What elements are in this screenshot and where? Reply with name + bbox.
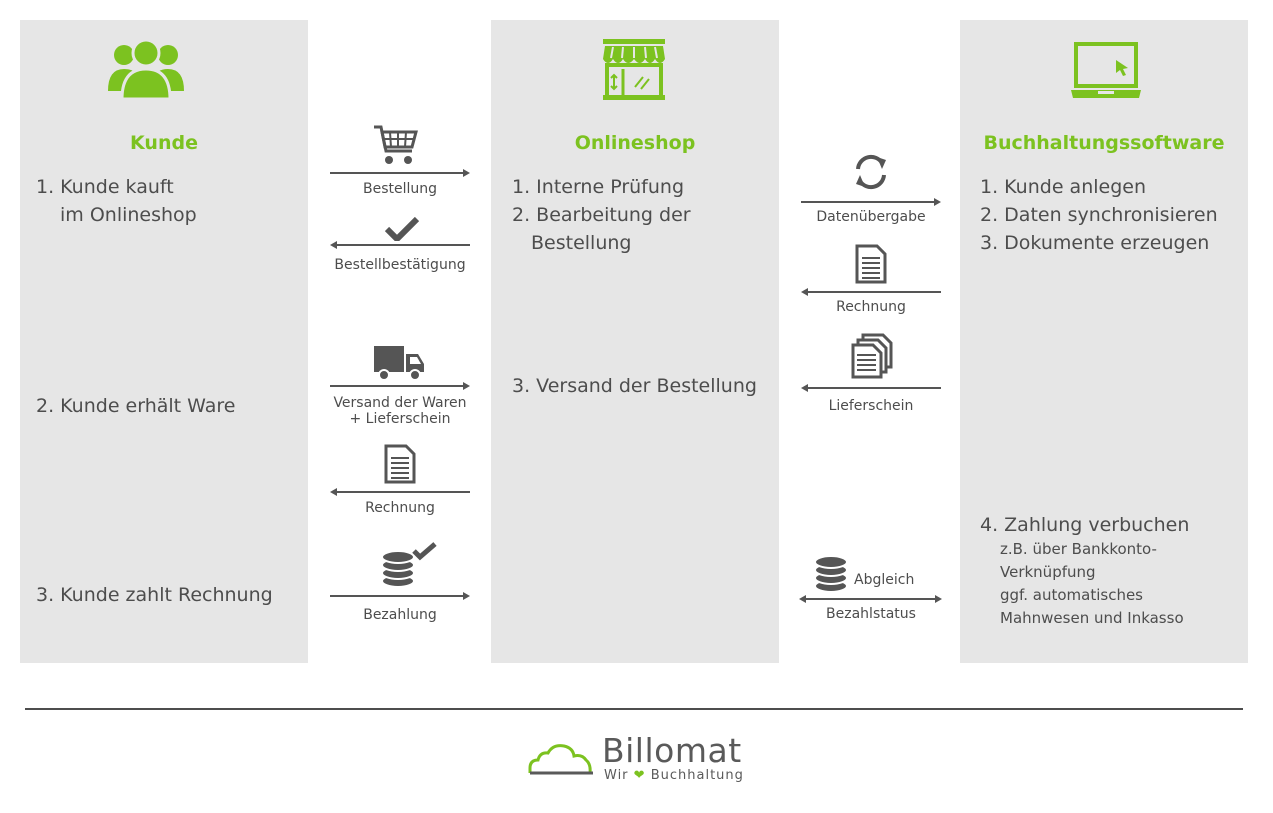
footer-divider xyxy=(25,708,1243,710)
cart-icon xyxy=(374,125,418,164)
arrow-bezahlstatus xyxy=(799,595,942,603)
arrow-lieferschein xyxy=(801,384,941,392)
column-onlineshop: Onlineshop 1. Interne Prüfung 2. Bearbei… xyxy=(491,20,779,663)
onlineshop-step-1: 1. Interne Prüfung xyxy=(512,176,685,198)
buchhaltung-step-1: 1. Kunde anlegen xyxy=(980,176,1146,198)
column-kunde: Kunde 1. Kunde kauft im Onlineshop 2. Ku… xyxy=(20,20,308,663)
buchhaltung-note-3: ggf. automatisches xyxy=(1000,586,1143,604)
flow-label-abgleich: Abgleich xyxy=(854,572,915,588)
flow-label-bestellung: Bestellung xyxy=(362,181,438,197)
buchhaltung-note-1: z.B. über Bankkonto- xyxy=(1000,540,1157,558)
brand-tag-pre: Wir xyxy=(604,768,629,783)
column-title-buchhaltung: Buchhaltungssoftware xyxy=(983,132,1225,154)
coins-check-icon xyxy=(381,542,437,588)
onlineshop-step-2: 2. Bearbeitung der xyxy=(512,204,691,226)
store-icon xyxy=(603,39,665,100)
document-icon xyxy=(855,244,887,284)
arrow-rechnung-kunde xyxy=(330,488,470,496)
brand-tag-post: Buchhaltung xyxy=(650,768,744,783)
truck-icon xyxy=(374,346,424,381)
column-title-kunde: Kunde xyxy=(130,132,198,154)
document-icon xyxy=(384,444,416,484)
kunde-step-1: 1. Kunde kauft xyxy=(36,176,174,198)
coins-icon xyxy=(814,555,848,593)
heart-icon: ❤ xyxy=(633,768,646,783)
flow-label-bestellbestaetigung: Bestellbestätigung xyxy=(334,257,466,273)
onlineshop-step-3: 3. Versand der Bestellung xyxy=(512,375,757,397)
flow-label-datenuebergabe: Datenübergabe xyxy=(816,209,926,225)
flow-label-rechnung-kunde: Rechnung xyxy=(365,500,435,516)
buchhaltung-step-3: 3. Dokumente erzeugen xyxy=(980,232,1210,254)
arrow-bestellbestaetigung xyxy=(330,241,470,249)
arrow-bestellung xyxy=(330,169,470,177)
kunde-step-3: 3. Kunde zahlt Rechnung xyxy=(36,584,273,606)
flow-label-lieferschein: Lieferschein xyxy=(828,398,914,414)
flow-label-rechnung-buchhaltung: Rechnung xyxy=(836,299,906,315)
arrow-bezahlung xyxy=(330,592,470,600)
onlineshop-step-2-cont: Bestellung xyxy=(531,232,632,254)
buchhaltung-note-2: Verknüpfung xyxy=(1000,563,1096,581)
column-title-onlineshop: Onlineshop xyxy=(574,132,696,154)
flow-label-versand-2: + Lieferschein xyxy=(349,411,451,427)
flow-label-bezahlstatus: Bezahlstatus xyxy=(826,606,916,622)
arrow-versand xyxy=(330,382,470,390)
column-buchhaltung: Buchhaltungssoftware 1. Kunde anlegen 2.… xyxy=(960,20,1248,663)
users-icon xyxy=(108,38,184,101)
kunde-step-2: 2. Kunde erhält Ware xyxy=(36,395,236,417)
kunde-step-1-cont: im Onlineshop xyxy=(60,204,197,226)
sync-icon xyxy=(856,154,886,190)
buchhaltung-step-2: 2. Daten synchronisieren xyxy=(980,204,1218,226)
buchhaltung-step-4: 4. Zahlung verbuchen xyxy=(980,514,1190,536)
brand-name: Billomat xyxy=(602,731,742,770)
buchhaltung-note-4: Mahnwesen und Inkasso xyxy=(1000,609,1184,627)
arrow-rechnung-buchhaltung xyxy=(801,288,941,296)
laptop-icon xyxy=(1071,42,1141,98)
flow-label-bezahlung: Bezahlung xyxy=(363,607,437,623)
brand-tagline: Wir ❤ Buchhaltung xyxy=(604,768,744,783)
checkmark-icon xyxy=(385,217,419,241)
arrow-datenuebergabe xyxy=(801,198,941,206)
cloud-logo-icon xyxy=(528,744,593,775)
documents-stack-icon xyxy=(851,333,893,379)
flow-label-versand: Versand der Waren xyxy=(333,395,467,411)
